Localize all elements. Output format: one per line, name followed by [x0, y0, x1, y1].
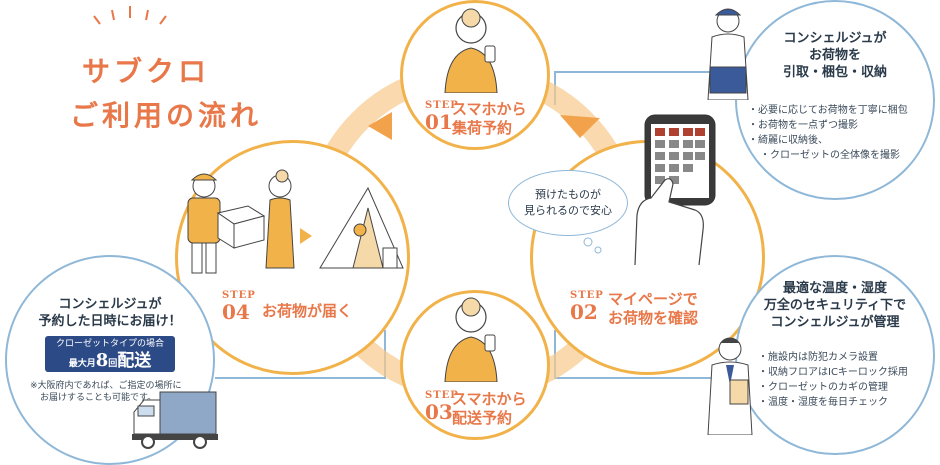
delivery-note: ※大阪府内であれば、ご指定の場所に お届けすることも可能です。 [30, 380, 181, 404]
step-01-text: スマホから 集荷予約 [452, 100, 527, 138]
list-item: お荷物を一点ずつ撮影 [748, 118, 908, 133]
pickup-info-heading: コンシェルジュが お荷物を 引取・梱包・収納 [755, 30, 915, 81]
list-item: 収納フロアはICキーロック採用 [758, 365, 908, 380]
page-title: サブクロ ご利用の流れ [70, 50, 262, 138]
bubble-line2: 見られるので安心 [524, 204, 612, 217]
step-02-text: マイページで お荷物を確認 [608, 290, 698, 328]
step-02-line2: お荷物を確認 [608, 309, 699, 327]
list-item: 必要に応じてお荷物を丁寧に梱包 [748, 103, 908, 118]
list-item: 施設内は防犯カメラ設置 [758, 350, 908, 365]
step-02-number: 02 [570, 300, 598, 324]
step-02-step: STEP [570, 290, 604, 301]
step-02-line1: マイページで [608, 290, 698, 308]
step-03-step: STEP [425, 390, 459, 401]
step-01-step: STEP [425, 100, 459, 111]
list-item: クローゼットの全体像を撮影 [748, 148, 908, 163]
delivery-frequency-badge: クローゼットタイプの場合 最大月8回配送 [45, 336, 175, 372]
thought-bubble: 預けたものが 見られるので安心 [508, 170, 628, 236]
woman-with-phone-illustration-2 [444, 297, 498, 382]
step-02-label: STEP 02 [570, 290, 604, 323]
badge-big: 配送 [117, 351, 152, 371]
security-head-3: コンシェルジュが管理 [770, 315, 900, 330]
step-04-number: 04 [222, 300, 250, 324]
badge-line-1: クローゼットタイプの場合 [55, 339, 164, 349]
badge-line-2: 最大月8回配送 [45, 351, 175, 374]
pickup-info-list: 必要に応じてお荷物を丁寧に梱包 お荷物を一点ずつ撮影 綺麗に収納後、 クローゼッ… [748, 103, 908, 163]
step-03-line2: 配送予約 [452, 409, 513, 427]
title-rays-decoration [93, 6, 167, 25]
security-head-1: 最適な温度・湿度 [782, 281, 887, 296]
title-line-2: ご利用の流れ [70, 99, 263, 132]
list-item: クローゼットのカギの管理 [758, 380, 908, 395]
badge-suffix: 回 [108, 359, 118, 369]
step-01-line2: 集荷予約 [452, 119, 513, 137]
delivery-note-1: ※大阪府内であれば、ご指定の場所に [30, 381, 182, 391]
step-01-number: 01 [425, 110, 453, 134]
bubble-line1: 預けたものが [535, 188, 601, 201]
woman-with-phone-illustration [444, 8, 498, 93]
concierge-clipboard-illustration [707, 337, 753, 435]
pickup-head-1: コンシェルジュが [783, 31, 887, 46]
delivery-note-2: お届けすることも可能です。 [40, 393, 157, 403]
step-04-label: STEP 04 [222, 290, 256, 323]
pickup-head-2: お荷物を [808, 48, 861, 63]
phone-in-hand-illustration [634, 114, 716, 266]
security-info-list: 施設内は防犯カメラ設置 収納フロアはICキーロック採用 クローゼットのカギの管理… [758, 350, 908, 410]
concierge-carrying-box-illustration [707, 8, 749, 100]
step-01-line1: スマホから [452, 100, 527, 118]
pickup-info-circle [735, 0, 935, 200]
step-04-line1: お荷物が届く [262, 302, 353, 320]
badge-prefix: 最大月 [68, 359, 96, 369]
security-info-heading: 最適な温度・湿度 万全のセキュリティ下で コンシェルジュが管理 [752, 280, 918, 331]
pickup-head-3: 引取・梱包・収納 [782, 65, 887, 80]
step-03-label: STEP 03 [425, 390, 459, 423]
delivery-head-1: コンシェルジュが [58, 297, 162, 312]
step-03-number: 03 [425, 400, 453, 424]
step-03-line1: スマホから [452, 390, 527, 408]
title-line-1: サブクロ [82, 55, 211, 88]
badge-number: 8 [95, 350, 109, 371]
list-item: 温度・湿度を毎日チェック [758, 395, 908, 410]
list-item: 綺麗に収納後、 [748, 133, 908, 148]
delivery-head-2: 予約した日時にお届け！ [38, 314, 182, 329]
step-04-text: お荷物が届く [262, 302, 352, 321]
step-03-text: スマホから 配送予約 [452, 390, 527, 428]
delivery-truck-illustration [132, 391, 218, 449]
bubble-tail-dots [583, 237, 602, 254]
step-04-step: STEP [222, 290, 256, 301]
delivery-handover-illustration [187, 169, 404, 274]
step-01-label: STEP 01 [425, 100, 459, 133]
delivery-info-heading: コンシェルジュが 予約した日時にお届け！ [22, 296, 198, 330]
security-head-2: 万全のセキュリティ下で [763, 298, 907, 313]
